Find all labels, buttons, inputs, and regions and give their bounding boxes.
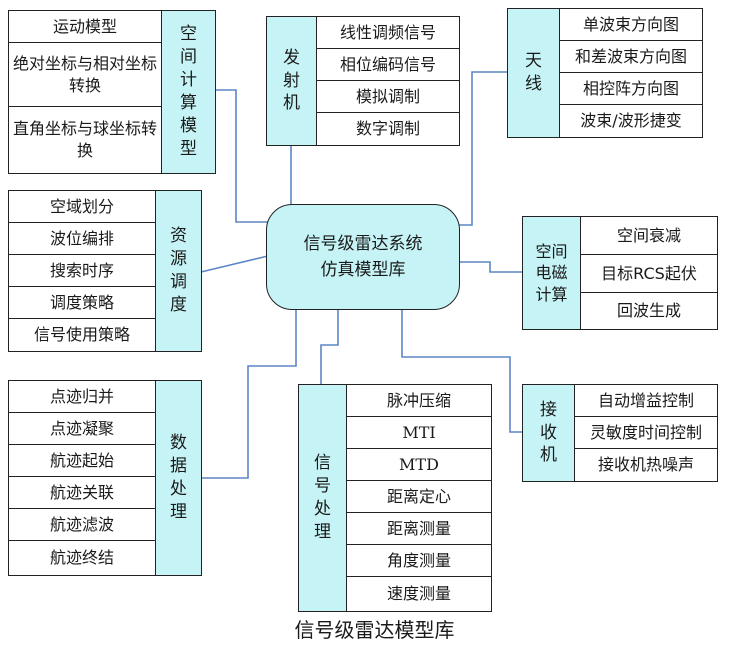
sig-proc-item-angle-measure: 角度测量 (347, 545, 491, 577)
sig-proc-item-range-centroid: 距离定心 (347, 481, 491, 513)
resource-item-schedule-policy: 调度策略 (9, 287, 155, 319)
transmitter-item-lfm: 线性调频信号 (317, 17, 459, 49)
data-processing-title: 数据处理 (170, 433, 187, 522)
resource-scheduling-group: 资源调度 空域划分 波位编排 搜索时序 调度策略 信号使用策略 (8, 190, 202, 352)
antenna-header: 天线 (508, 9, 560, 137)
receiver-item-stc: 灵敏度时间控制 (575, 417, 717, 449)
space-calc-model-title: 空间计算模型 (180, 24, 197, 159)
resource-item-signal-policy: 信号使用策略 (33, 325, 130, 344)
central-node-line-2: 仿真模型库 (320, 260, 406, 280)
sig-proc-item-velocity-measure: 速度测量 (386, 584, 451, 603)
space-calc-model-header: 空间计算模型 (161, 11, 215, 173)
antenna-item-phased-array: 相控阵方向图 (560, 73, 702, 105)
data-processing-header: 数据处理 (155, 381, 201, 575)
signal-processing-header: 信号处理 (299, 385, 347, 611)
space-calc-model-group: 空间计算模型 运动模型 绝对坐标与相对坐标转换 直角坐标与球坐标转换 (8, 10, 216, 174)
em-space-calc-header: 空间电磁计算 (523, 217, 581, 329)
resource-scheduling-header: 资源调度 (155, 191, 201, 351)
data-proc-item-track-end: 航迹终结 (49, 548, 114, 567)
transmitter-item-phase-code: 相位编码信号 (317, 49, 459, 81)
data-processing-group: 数据处理 点迹归并 点迹凝聚 航迹起始 航迹关联 航迹滤波 航迹终结 (8, 380, 202, 576)
em-space-calc-group: 空间电磁计算 空间衰减 目标RCS起伏 回波生成 (522, 216, 718, 330)
connector-receiver (401, 309, 522, 433)
antenna-item-sum-diff-beam: 和差波束方向图 (560, 41, 702, 73)
receiver-title: 接收机 (540, 399, 557, 466)
data-proc-item-plot-condense: 点迹凝聚 (9, 413, 155, 445)
diagram-caption: 信号级雷达模型库 (294, 618, 455, 642)
transmitter-group: 发射机 线性调频信号 相位编码信号 模拟调制 数字调制 (266, 16, 460, 146)
resource-scheduling-title: 资源调度 (170, 226, 187, 315)
central-node-line-1: 信号级雷达系统 (303, 234, 423, 254)
sig-proc-item-pulse-compression: 脉冲压缩 (347, 385, 491, 417)
signal-processing-title: 信号处理 (314, 453, 331, 542)
antenna-group: 天线 单波束方向图 和差波束方向图 相控阵方向图 波束/波形捷变 (507, 8, 703, 138)
transmitter-item-digital-mod: 数字调制 (355, 119, 420, 138)
data-proc-item-track-init: 航迹起始 (9, 445, 155, 477)
connector-em-space (460, 261, 522, 273)
resource-item-beam-position: 波位编排 (9, 223, 155, 255)
space-calc-item-cart-sph-coord: 直角坐标与球坐标转换 (13, 119, 158, 160)
transmitter-title: 发射机 (283, 47, 300, 114)
connector-sig-proc (320, 309, 339, 384)
em-space-calc-title: 空间电磁计算 (535, 241, 568, 304)
em-item-rcs-fluctuation: 目标RCS起伏 (581, 255, 717, 293)
receiver-item-thermal-noise: 接收机热噪声 (597, 455, 694, 474)
space-calc-item-motion-model: 运动模型 (9, 11, 161, 43)
transmitter-item-analog-mod: 模拟调制 (317, 81, 459, 113)
receiver-item-agc: 自动增益控制 (575, 385, 717, 417)
transmitter-header: 发射机 (267, 17, 317, 145)
sig-proc-item-mti: MTI (347, 417, 491, 449)
antenna-title: 天线 (525, 51, 542, 94)
sig-proc-item-range-measure: 距离测量 (347, 513, 491, 545)
connector-resource (200, 255, 269, 273)
connector-space-calc (198, 89, 268, 223)
antenna-item-beam-agility: 波束/波形捷变 (580, 111, 682, 130)
receiver-header: 接收机 (523, 385, 575, 481)
data-proc-item-plot-merge: 点迹归并 (9, 381, 155, 413)
central-model-library-node: 信号级雷达系统 仿真模型库 (266, 204, 460, 310)
data-proc-item-track-filter: 航迹滤波 (9, 509, 155, 541)
antenna-item-single-beam: 单波束方向图 (560, 9, 702, 41)
connector-data-proc (200, 309, 297, 479)
space-calc-item-abs-rel-coord: 绝对坐标与相对坐标转换 (9, 43, 161, 107)
connector-antenna (458, 71, 507, 226)
data-proc-item-track-assoc: 航迹关联 (9, 477, 155, 509)
em-item-echo-generation: 回波生成 (616, 301, 681, 320)
signal-processing-group: 信号处理 脉冲压缩 MTI MTD 距离定心 距离测量 角度测量 速度测量 (298, 384, 492, 612)
receiver-group: 接收机 自动增益控制 灵敏度时间控制 接收机热噪声 (522, 384, 718, 482)
sig-proc-item-mtd: MTD (347, 449, 491, 481)
em-item-attenuation: 空间衰减 (581, 217, 717, 255)
resource-item-search-timing: 搜索时序 (9, 255, 155, 287)
resource-item-airspace: 空域划分 (9, 191, 155, 223)
